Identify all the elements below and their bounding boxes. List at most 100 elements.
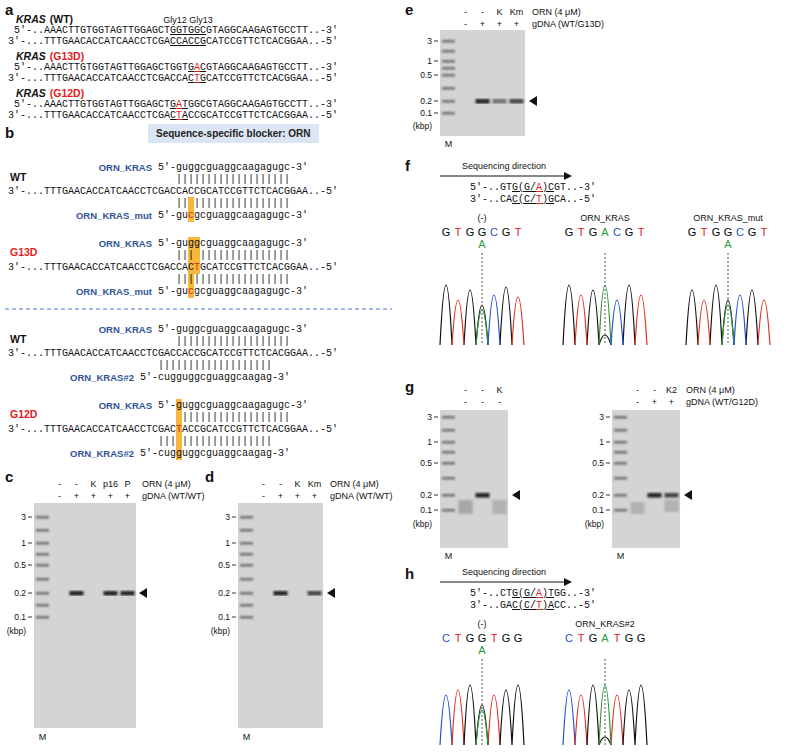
sequence-text: )G [542,194,554,206]
lane-label: + [514,18,519,30]
dotted-guide [482,253,728,745]
gel-image [434,417,438,510]
gel-image [36,604,49,607]
base-call: T [614,632,621,645]
base-call: A [478,644,485,657]
sequence-text: 3′-..CA [470,194,512,206]
dotted-guide [728,253,729,345]
sequence-text: CATCCGTTCTCACGGAA..-5′ [206,36,338,48]
base-call: G [478,226,487,239]
sequence-row: 3′-...TTTGAACACCATCAACCTCGACCACCGCATCCGT… [8,348,338,360]
gel-image [240,542,253,545]
size-label: (kbp) [211,625,230,637]
sequence-row: 5′-..CTG(G/A)TGG..-3′ [470,588,596,600]
gel-image [240,516,253,619]
lane-label: - [498,396,501,408]
lane-label: - [481,6,484,18]
title-band: Sequence-specific blocker: ORN [148,124,319,143]
sequence-text: )A [542,600,554,612]
gel-image [476,493,490,498]
chromatogram-trace [563,285,635,345]
sequence-text: C(C/ [512,194,536,206]
sequence-text: 5′-..AAACTTGTGGTAGTTGGAGCTGGT [14,62,188,74]
sequence-row: 5′-gucgcguaggcaagagugc-3′ [158,286,308,298]
gel-image [36,516,49,619]
sequencing-arrow [564,172,572,180]
sequence-text: CCACCG [170,36,206,48]
sequence-text: ||||||||||||||||||| [158,360,272,372]
dotted-guide [482,659,483,745]
sequence-row: ||| ||||||||||||||| [176,250,290,262]
sequence-row: ||||||||||||||||||| [158,360,272,372]
sequence-text: 5′-guggcguaggcaagagugc-3′ [158,162,308,174]
sequence-text: |||||||||||||||||| [182,412,290,424]
sequence-text: 3′-...TTTGAACACCATCAACCTCGA [8,110,170,122]
size-label: 3 [21,511,26,523]
sequence-text: 5′-..AAACTTGTGGTAGTTGGAGCT [14,99,170,111]
gel-image [28,565,32,566]
gel-image [614,509,627,512]
gel-image [434,41,438,42]
gel-image [232,543,236,544]
gel-image [36,616,49,619]
gene-label: WT [10,171,26,183]
panel-letter: g [405,378,414,395]
base-call: A [601,226,608,239]
gel-image [459,500,473,514]
gel-image [232,593,236,594]
sequence-text: G [200,73,206,85]
sequence-text: 5′-..CT [470,588,512,600]
lane-label: - [75,478,78,490]
base-call: C [490,226,498,239]
base-call: G [502,632,511,645]
gel-image [606,463,610,464]
gel-image [121,591,135,596]
lane-label: Km [510,6,524,18]
sequence-row: 3′-...TTTGAACACCATCAACCTCGACCACCGCATCCGT… [8,186,338,198]
gel-image [442,50,455,53]
lane-label: - [58,478,61,490]
sequence-text: C(C/ [512,600,536,612]
sequence-text: c [188,210,194,222]
sequence-text: 5′-guggcguaggcaagagugc-3′ [158,324,308,336]
gel-image [606,410,692,548]
sequence-text: T [182,99,188,111]
sequence-row: 5′-..GTG(G/A)CGT..-3′ [470,182,596,194]
size-label: 3 [225,511,230,523]
gel-image [606,417,610,510]
gel-image [240,578,253,581]
sequence-row: 5′-gucgcguaggcaagagugc-3′ [158,210,308,222]
sequence-text: A [536,588,542,600]
gel-image [442,462,455,465]
sequence-row: 3′-..CAC(C/T)GCA..-5′ [470,194,596,206]
sequence-text: GTAGGCAAGAGTGCCTT..-3′ [206,25,338,37]
base-call: T [761,226,768,239]
sequence-text: A [176,99,182,111]
sequence-text: 3′-...TTTGAACACCATCAACCTCGACCACCGCATCCGT… [8,186,338,198]
gene-label: KRAS [16,87,46,99]
lane-label: K [496,6,502,18]
gel-image [28,593,32,594]
gel-image [36,592,49,595]
size-label: 1 [599,436,604,448]
gel-image [434,61,438,62]
gel-image [442,416,455,419]
sequence-text: 3′-...TTTGAACACCATCAACCTCGACCA [8,73,188,85]
base-call: G [625,226,634,239]
gel-image [442,509,455,512]
gel-image [440,410,508,548]
gel-image [442,87,455,90]
sequence-text: 3′-...TTTGAACACCATCAACCTCGAC [8,424,176,436]
gel-image [36,553,49,556]
sequence-text: ||| ||||||||||||||| [176,250,290,262]
chromatogram-trace [611,300,623,345]
gel-image [240,529,253,532]
dotted-guide [605,659,606,745]
gel-image [434,113,438,114]
base-call: C [565,632,573,645]
lane-label: M [39,731,47,743]
lane-label: p16 [103,478,118,490]
lane-label: + [669,396,674,408]
lane-label: - [636,396,639,408]
gel-image [434,442,438,443]
